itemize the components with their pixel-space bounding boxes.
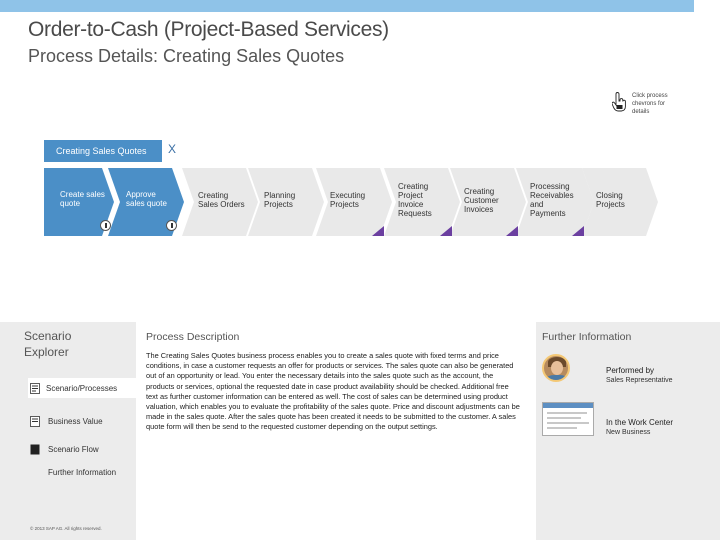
detail-marker-icon[interactable] <box>572 226 584 236</box>
work-center-label: In the Work Center <box>606 418 673 427</box>
sidebar-item-scenario-processes[interactable]: Scenario/Processes <box>28 378 136 398</box>
chevron-label: Closing Projects <box>596 191 625 209</box>
sidebar-item-business-value[interactable]: Business Value <box>30 416 103 427</box>
page-title: Order-to-Cash (Project-Based Services) <box>28 18 389 41</box>
scenario-flow-icon <box>30 444 40 455</box>
hint-text: Click process chevrons for details <box>632 93 668 115</box>
chevron-shape <box>516 168 594 236</box>
chevron-closing-projects[interactable]: Closing Projects <box>582 168 658 236</box>
chevron-label: Executing Projects <box>330 191 366 209</box>
scenario-explorer-sidebar: Scenario Explorer Scenario/Processes Bus… <box>0 322 136 540</box>
pointing-hand-icon <box>612 92 626 112</box>
process-description-panel: Process Description The Creating Sales Q… <box>142 322 530 540</box>
chevron-approve-sales-quote[interactable]: Approve sales quote <box>108 168 184 236</box>
sidebar-item-label: Scenario/Processes <box>46 383 118 393</box>
detail-marker-icon[interactable] <box>506 226 518 236</box>
further-information-heading: Further Information <box>542 331 632 343</box>
close-process-group-button[interactable]: X <box>168 142 177 156</box>
chevron-shape <box>108 168 184 236</box>
chevron-label: Processing Receivables and Payments <box>530 182 574 218</box>
chevron-label: Create sales quote <box>60 190 105 208</box>
further-information-panel: Further Information Performed by Sales R… <box>536 322 720 540</box>
sidebar-item-further-information[interactable]: Further Information <box>48 468 116 477</box>
info-icon[interactable] <box>100 220 111 231</box>
chevron-shape <box>248 168 324 236</box>
chevron-creating-project-invoice-requests[interactable]: Creating Project Invoice Requests <box>384 168 460 236</box>
chevron-shape <box>182 168 258 236</box>
info-icon[interactable] <box>166 220 177 231</box>
chevron-label: Creating Project Invoice Requests <box>398 182 432 218</box>
chevron-shape <box>316 168 392 236</box>
chevron-creating-customer-invoices[interactable]: Creating Customer Invoices <box>450 168 526 236</box>
chevron-label: Planning Projects <box>264 191 296 209</box>
chevron-shape <box>450 168 526 236</box>
chevron-executing-projects[interactable]: Executing Projects <box>316 168 392 236</box>
detail-marker-icon[interactable] <box>440 226 452 236</box>
sidebar-item-label: Further Information <box>48 468 117 477</box>
performed-by-label: Performed by <box>606 366 655 375</box>
top-accent-bar <box>0 0 694 12</box>
chevron-label: Creating Sales Orders <box>198 191 245 209</box>
chevron-creating-sales-orders[interactable]: Creating Sales Orders <box>182 168 258 236</box>
page-subtitle: Process Details: Creating Sales Quotes <box>28 46 345 66</box>
chevron-create-sales-quote[interactable]: Create sales quote <box>44 168 114 236</box>
process-chevron-bar: Create sales quote Approve sales quote C… <box>0 168 720 236</box>
process-description-heading: Process Description <box>146 331 240 343</box>
process-group-label: Creating Sales Quotes <box>44 140 162 162</box>
chevron-shape <box>384 168 460 236</box>
chevron-label: Creating Customer Invoices <box>464 187 499 214</box>
copyright-notice: © 2013 SAP AG. All rights reserved. <box>30 526 102 531</box>
process-description-text: The Creating Sales Quotes business proce… <box>146 351 520 432</box>
sidebar-item-scenario-flow[interactable]: Scenario Flow <box>30 444 99 455</box>
performed-by-value: Sales Representative <box>606 377 673 384</box>
detail-marker-icon[interactable] <box>372 226 384 236</box>
click-hint: Click process chevrons for details <box>612 92 682 116</box>
work-center-screenshot-thumbnail[interactable] <box>542 402 594 436</box>
sidebar-item-label: Business Value <box>48 417 103 426</box>
sales-representative-avatar <box>542 354 570 382</box>
chevron-processing-receivables-and-payments[interactable]: Processing Receivables and Payments <box>516 168 594 236</box>
chevron-planning-projects[interactable]: Planning Projects <box>248 168 324 236</box>
sidebar-item-label: Scenario Flow <box>48 445 99 454</box>
scenario-processes-icon <box>30 382 40 394</box>
chevron-label: Approve sales quote <box>126 190 167 208</box>
business-value-icon <box>30 416 40 427</box>
sidebar-title: Scenario Explorer <box>24 329 72 359</box>
work-center-value: New Business <box>606 429 651 436</box>
chevron-shape <box>582 168 658 236</box>
chevron-shape <box>44 168 114 236</box>
